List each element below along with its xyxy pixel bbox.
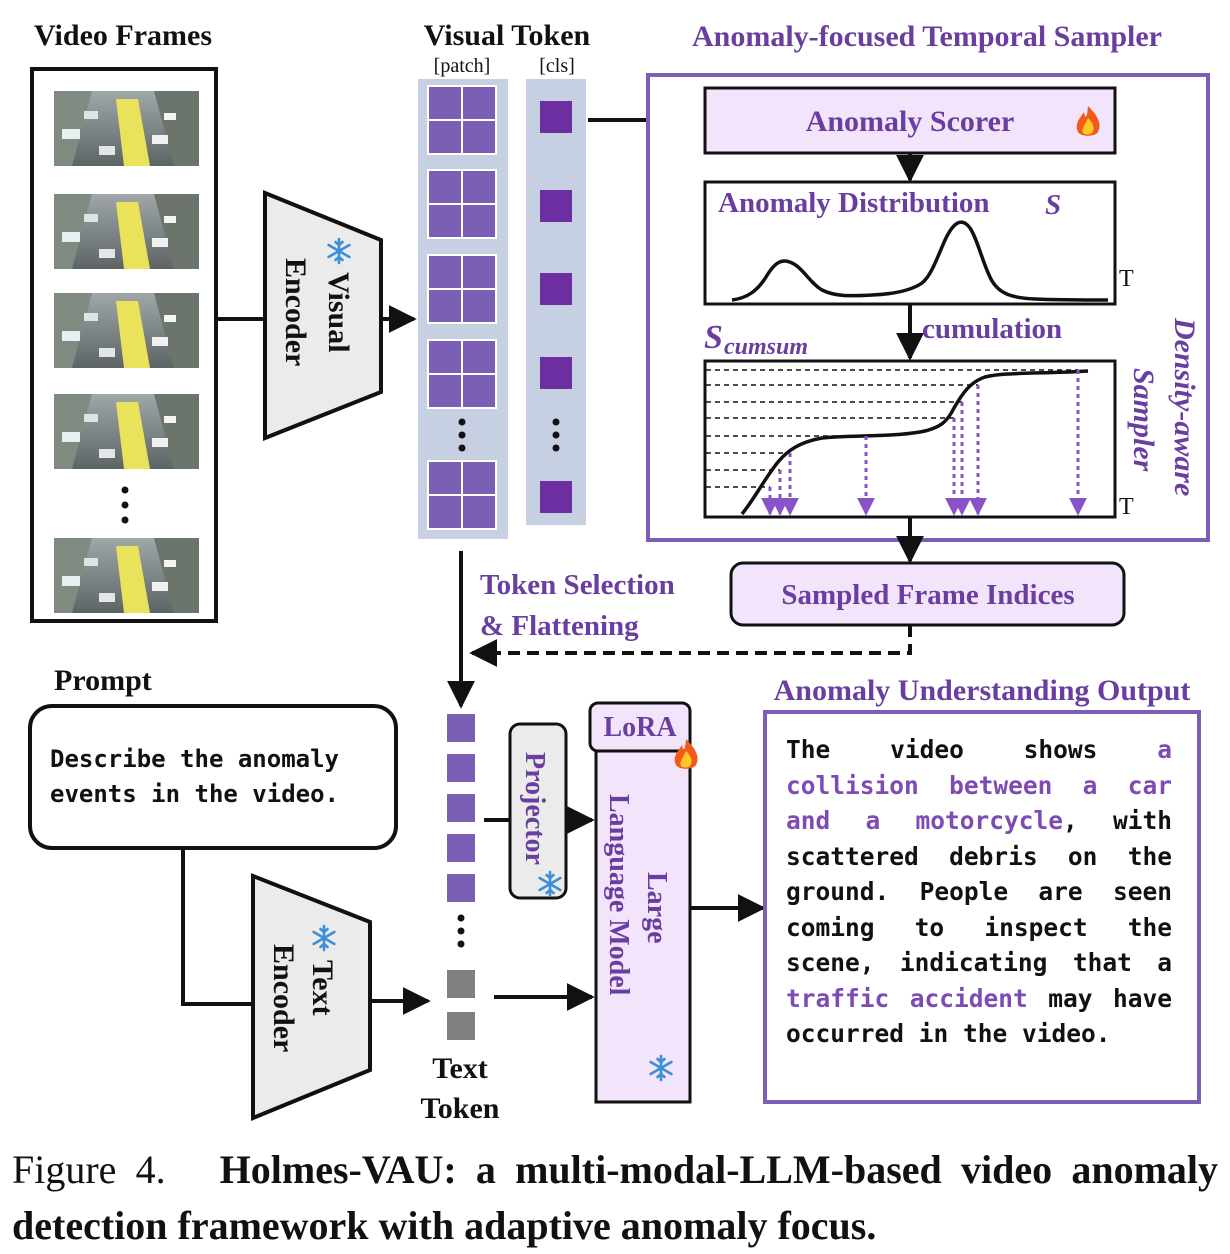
output-box (763, 710, 1201, 1104)
anomaly-scorer-block (703, 86, 1117, 155)
density-aware-label: Density-aware (1168, 317, 1201, 496)
output-text-part: , with scattered debris on the ground. P… (786, 806, 1172, 977)
prompt-title: Prompt (54, 664, 152, 697)
cls-tokens (540, 101, 572, 513)
patch-label: [patch] (434, 55, 491, 77)
visual-encoder-label-2: Encoder (279, 258, 312, 366)
token-selection-label-2: & Flattening (480, 610, 639, 642)
llm-block (594, 733, 692, 1104)
token-selection-label-1: Token Selection (480, 569, 675, 601)
output-highlight-accident: traffic accident (786, 983, 1028, 1013)
t-axis-label: T (1119, 494, 1134, 520)
video-frame (54, 91, 199, 166)
llm-label-2: Language Model (603, 794, 634, 996)
text-token-label-2: Token (421, 1092, 500, 1125)
figure-caption: Figure 4.Holmes-VAU: a multi-modal-LLM-b… (12, 1142, 1218, 1254)
patch-token-grids (427, 85, 497, 530)
cumulative-curve (740, 369, 1089, 516)
cumulation-label: cumulation (922, 313, 1062, 345)
dashed-arrow (469, 625, 912, 667)
lora-block (588, 701, 692, 753)
visual-token-title: Visual Token (424, 19, 591, 52)
prompt-box (28, 704, 398, 850)
output-title: Anomaly Understanding Output (774, 674, 1191, 707)
projector-block (508, 722, 568, 900)
s-cumsum-subscript: cumsum (724, 334, 808, 360)
figure-number: Figure 4. (12, 1147, 166, 1192)
sampled-frame-indices-label: Sampled Frame Indices (781, 579, 1074, 611)
text-encoder-label-2: Encoder (267, 944, 300, 1052)
text-tokens (447, 970, 475, 1040)
anomaly-scorer-label: Anomaly Scorer (806, 105, 1015, 138)
visual-encoder-label-1: Visual (322, 272, 355, 353)
arrow-line (181, 848, 253, 1006)
distribution-curve (731, 220, 1109, 302)
vertical-ellipsis-icon (457, 914, 465, 948)
t-axis-label: T (1119, 266, 1134, 292)
prompt-text: Describe the anomaly events in the video… (50, 745, 339, 808)
output-text: The video shows a collision between a ca… (786, 732, 1172, 1052)
cumulative-distribution-plot (703, 359, 1117, 519)
vertical-ellipsis-icon (458, 418, 466, 452)
projector-label: Projector (519, 752, 550, 865)
s-symbol: S (1045, 189, 1061, 221)
sampler-label: Sampler (1127, 368, 1160, 472)
sampler-title: Anomaly-focused Temporal Sampler (692, 20, 1162, 53)
cls-label: [cls] (539, 55, 575, 77)
output-highlight-collision: a collision between a car and a motorcyc… (786, 735, 1172, 835)
flattened-visual-tokens (447, 714, 475, 902)
text-token-label-1: Text (432, 1052, 488, 1085)
s-cumsum-symbol: S (704, 319, 723, 356)
visual-encoder-block (263, 190, 383, 441)
lora-label: LoRA (603, 712, 677, 743)
caption-text: Holmes-VAU: a multi-modal-LLM-based vide… (12, 1147, 1219, 1248)
vertical-ellipsis-icon (552, 418, 560, 452)
sampled-index-arrows (761, 370, 1087, 516)
output-text-part: may have occurred in the video. (786, 983, 1172, 1049)
video-frame (54, 538, 199, 613)
anomaly-distribution-label: Anomaly Distribution (718, 187, 990, 219)
text-encoder-label-1: Text (306, 960, 339, 1016)
quantile-lines (706, 369, 1078, 488)
video-frames-title: Video Frames (34, 19, 212, 52)
text-encoder-block (251, 873, 372, 1121)
video-frame (54, 293, 199, 368)
vertical-ellipsis-icon (121, 486, 129, 524)
sampled-frame-indices-block (729, 561, 1126, 627)
output-text-part: The video shows (786, 735, 1158, 764)
video-frame (54, 194, 199, 269)
llm-label-1: Large (641, 872, 672, 944)
video-frame (54, 394, 199, 469)
